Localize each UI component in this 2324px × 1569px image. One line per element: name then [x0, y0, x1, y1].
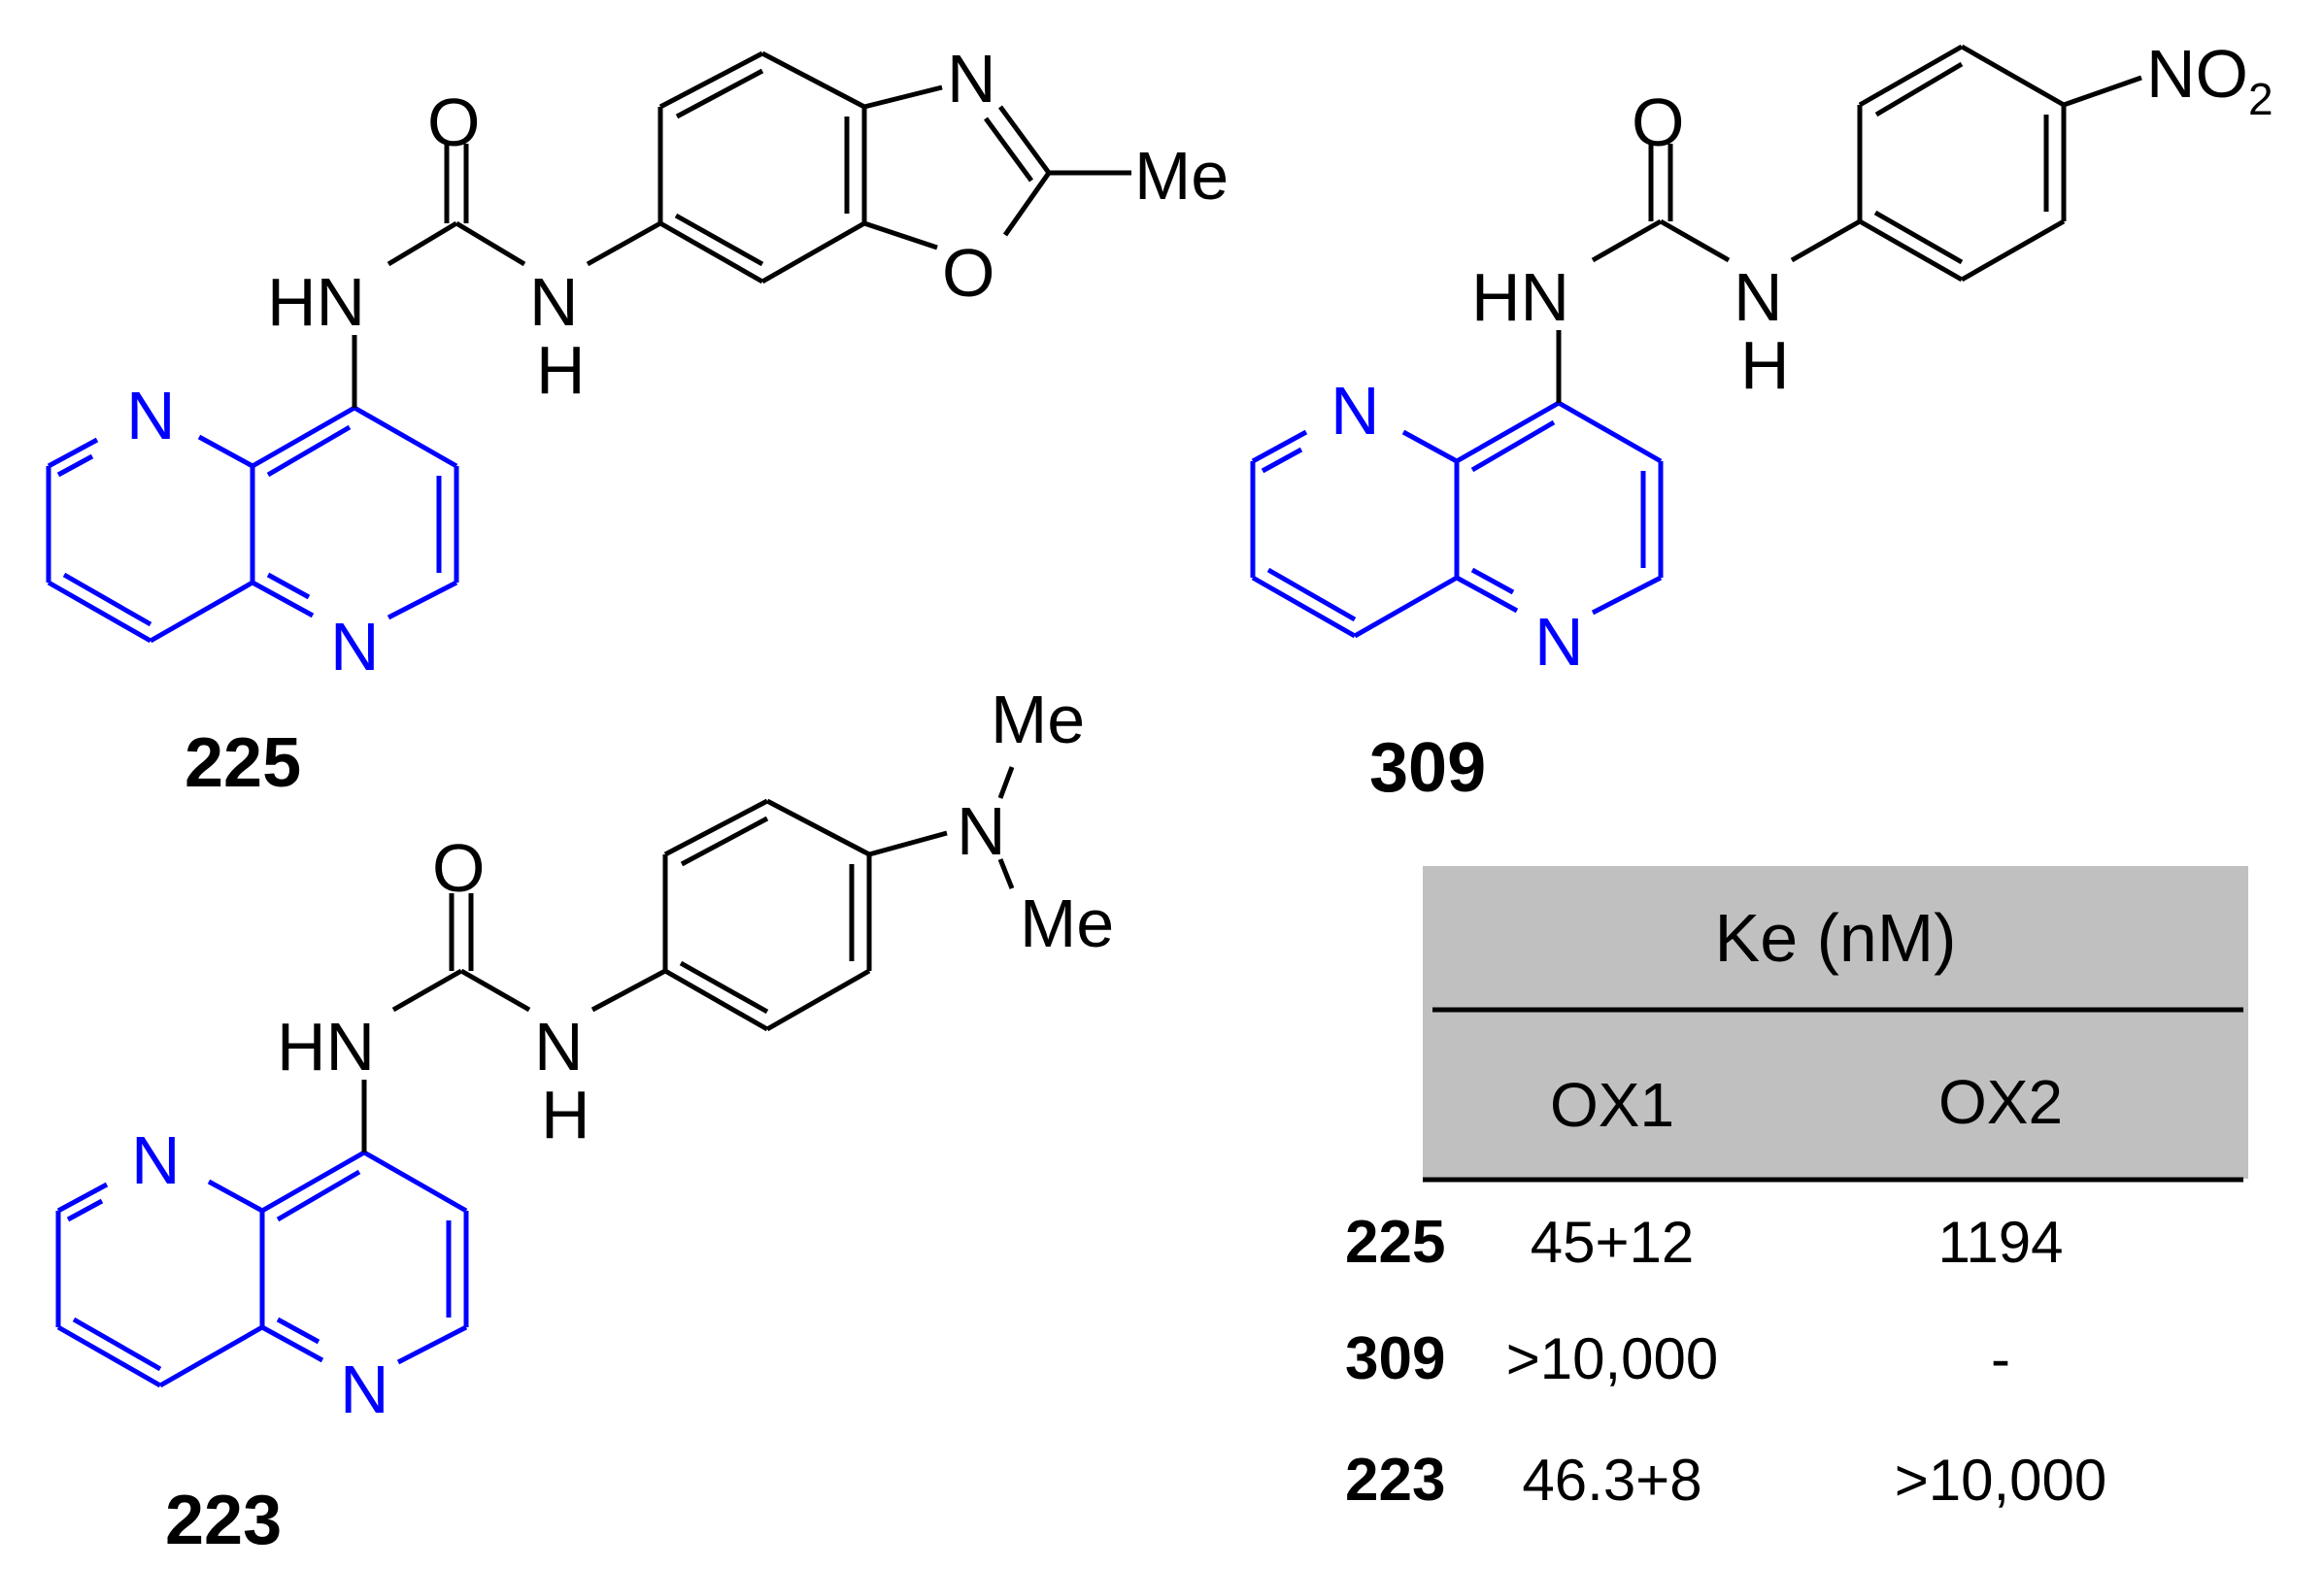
compound-label: 309 — [1369, 729, 1486, 807]
urea-linker-309 — [1556, 144, 1862, 403]
methyl-group: Me — [991, 682, 1085, 757]
row-ox1-value: >10,000 — [1506, 1326, 1719, 1391]
nh-hydrogen: H — [541, 1077, 590, 1152]
structure-223: N N O HN N H N Me Me — [55, 682, 1114, 1559]
nh-group: HN — [1471, 259, 1569, 335]
ring-nitrogen-atom: N — [330, 609, 380, 684]
row-ox1-value: 46.3+8 — [1522, 1448, 1701, 1513]
row-ox2-value: - — [1991, 1326, 2010, 1391]
naphthyridine-scaffold-223 — [55, 1150, 469, 1388]
naphthyridine-scaffold-309 — [1250, 400, 1664, 639]
table-row: 309 >10,000 - — [1345, 1325, 2010, 1392]
nh-nitrogen: N — [534, 1009, 584, 1085]
table-header-title: Ke (nM) — [1715, 900, 1957, 976]
ring-nitrogen-atom: N — [1534, 604, 1584, 680]
oxygen-atom: O — [432, 830, 485, 906]
row-ox1-value: 45+12 — [1531, 1210, 1695, 1275]
benzoxazole-ring — [657, 50, 1131, 284]
row-ox2-value: >10,000 — [1895, 1448, 2107, 1513]
row-compound-id: 225 — [1345, 1209, 1445, 1276]
potency-table: Ke (nM) OX1 OX2 225 45+12 1194 309 >10,0… — [1345, 866, 2248, 1514]
structure-309: N N O HN N H NO2 309 — [1250, 36, 2273, 807]
oxygen-atom: O — [427, 84, 480, 160]
naphthyridine-scaffold-225 — [46, 405, 459, 644]
methyl-group: Me — [1134, 138, 1229, 214]
compound-label: 225 — [185, 724, 301, 802]
nitrophenyl-ring — [1857, 44, 2142, 283]
amine-nitrogen: N — [957, 793, 1006, 869]
nh-nitrogen: N — [1734, 259, 1783, 335]
structure-225: N N O HN N H — [46, 41, 1229, 802]
nh-hydrogen: H — [1740, 327, 1790, 403]
nh-group: HN — [267, 264, 365, 340]
row-compound-id: 309 — [1345, 1325, 1445, 1392]
column-header-ox1: OX1 — [1550, 1070, 1674, 1140]
table-header-background — [1423, 866, 2248, 1179]
compound-label: 223 — [165, 1482, 282, 1559]
table-row: 225 45+12 1194 — [1345, 1209, 2064, 1276]
urea-linker-223 — [361, 893, 667, 1152]
urea-linker-225 — [352, 144, 662, 408]
oxazole-nitrogen: N — [947, 41, 996, 117]
nh-group: HN — [277, 1009, 375, 1085]
ring-nitrogen-atom: N — [126, 378, 176, 453]
ring-nitrogen-atom: N — [340, 1352, 389, 1427]
oxygen-atom: O — [1632, 84, 1684, 160]
ring-nitrogen-atom: N — [131, 1122, 181, 1198]
oxazole-oxygen: O — [942, 235, 994, 311]
row-compound-id: 223 — [1345, 1447, 1445, 1514]
column-header-ox2: OX2 — [1938, 1067, 2063, 1137]
dimethylaminophenyl-ring — [662, 766, 1015, 1032]
nh-hydrogen: H — [536, 332, 586, 408]
ring-nitrogen-atom: N — [1330, 373, 1380, 449]
nitro-group: NO2 — [2146, 36, 2273, 124]
methyl-group: Me — [1020, 885, 1114, 961]
row-ox2-value: 1194 — [1937, 1210, 2063, 1275]
table-row: 223 46.3+8 >10,000 — [1345, 1447, 2106, 1514]
nh-nitrogen: N — [529, 264, 579, 340]
